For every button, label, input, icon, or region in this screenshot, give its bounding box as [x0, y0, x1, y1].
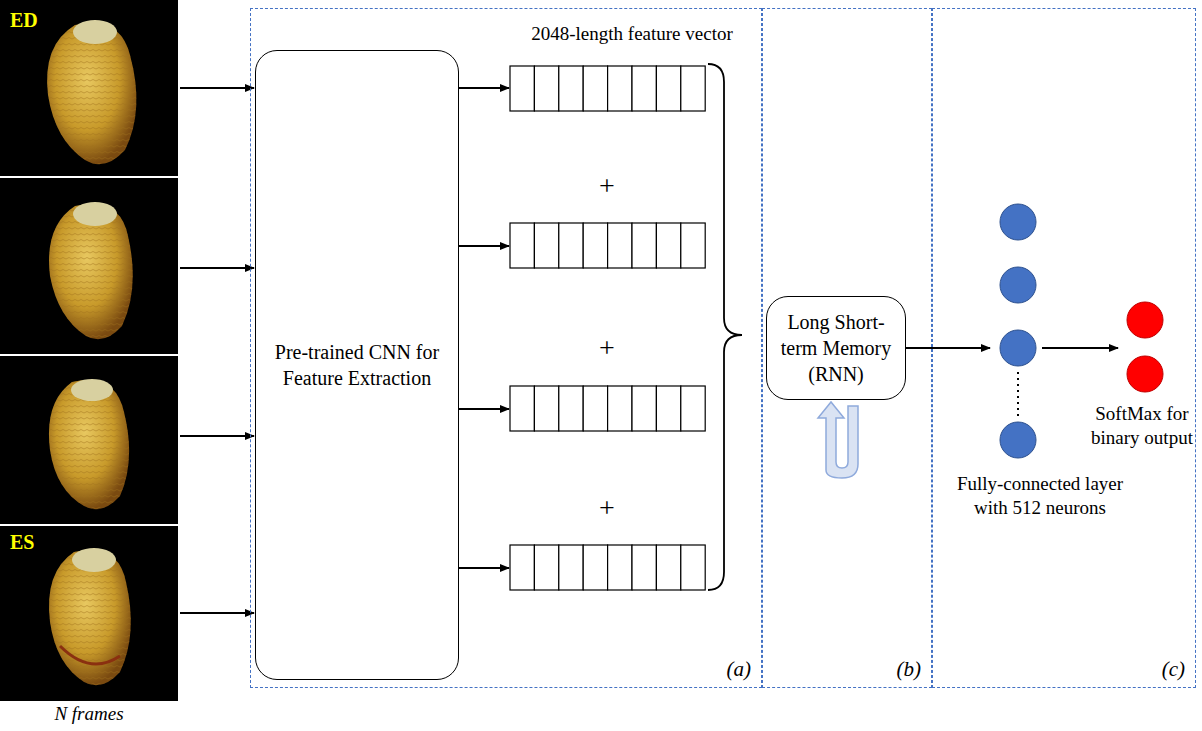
- panel-label: (a): [727, 656, 752, 683]
- box-text: Pre-trained CNN for Feature Extraction: [262, 339, 452, 391]
- recurrent-arrow: [818, 402, 858, 478]
- plus-sign: +: [599, 490, 615, 525]
- layer-caption: SoftMax for binary output: [1087, 402, 1197, 450]
- panel-label: (c): [1162, 656, 1185, 683]
- layer-caption: Fully-connected layer with 512 neurons: [955, 472, 1125, 520]
- lstm-box: Long Short-term Memory (RNN): [766, 296, 906, 400]
- frame-label: ES: [10, 530, 34, 555]
- cnn-box: Pre-trained CNN for Feature Extraction: [255, 50, 459, 680]
- frame-label: ED: [10, 8, 38, 33]
- panel-frame: (b) Long Short-term Memory (RNN): [762, 8, 932, 688]
- softmax-neurons: [1127, 302, 1163, 392]
- feature-vectors: [510, 66, 705, 590]
- ellipsis-dots: [1017, 372, 1019, 418]
- brace: [708, 64, 742, 590]
- input-arrows: [180, 88, 254, 613]
- panel-frame: (c): [932, 8, 1196, 688]
- panel-frame: (a) Pre-trained CNN for Feature Extractio…: [250, 8, 762, 688]
- plus-sign: +: [599, 168, 615, 203]
- feature-arrows: [457, 88, 509, 568]
- box-text: Long Short-term Memory (RNN): [773, 309, 899, 387]
- frame-count: N frames: [54, 702, 123, 726]
- plus-sign: +: [599, 330, 615, 365]
- heart-frames: [0, 0, 178, 701]
- panel-label: (b): [897, 656, 922, 683]
- vector-label: 2048-length feature vector: [531, 22, 733, 46]
- fc-neurons: [1000, 204, 1036, 458]
